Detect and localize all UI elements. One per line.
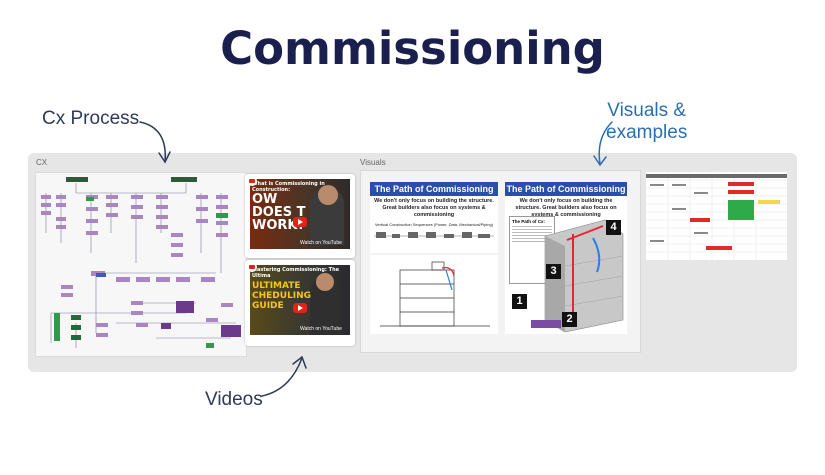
video-2-title: Mastering Commissioning: The Ultima	[252, 267, 340, 279]
youtube-play-icon[interactable]	[293, 303, 307, 313]
cx-process-flowchart[interactable]	[35, 172, 247, 357]
annotation-visuals-line1: Visuals &	[607, 100, 687, 121]
card-2-sidebar-title: The Path of Cx:	[512, 219, 546, 224]
path-of-commissioning-card-2[interactable]: The Path of Commissioning We don't only …	[505, 182, 627, 334]
step-badge-3: 3	[546, 264, 561, 279]
video-card-2[interactable]: Mastering Commissioning: The Ultima ULTI…	[245, 260, 355, 346]
annotation-videos: Videos	[205, 389, 263, 410]
spreadsheet-example[interactable]	[646, 172, 787, 260]
annotation-visuals-examples: Visuals & examples	[606, 100, 687, 144]
annotation-cx-process: Cx Process	[42, 108, 140, 129]
step-badge-4: 4	[606, 220, 621, 235]
arrow-cx-process	[139, 121, 167, 163]
step-badge-1: 1	[512, 294, 527, 309]
video-2-watch: Watch on YouTube	[300, 326, 342, 332]
arrow-videos	[261, 357, 303, 397]
card-1-subtitle: We don't only focus on building the stru…	[374, 198, 494, 218]
flowchart-diagram	[41, 177, 241, 348]
spreadsheet-grid	[646, 172, 787, 260]
annotation-visuals-line2: examples	[606, 122, 688, 143]
frame-label-cx: CX	[36, 158, 48, 167]
video-1-title: What is Commissioning in Construction:	[252, 181, 325, 193]
building-section-diagram	[370, 232, 498, 327]
youtube-play-icon[interactable]	[293, 217, 307, 227]
video-thumbnail-1[interactable]: What is Commissioning in Construction: O…	[250, 179, 350, 249]
card-1-heading: The Path of Commissioning	[370, 182, 498, 196]
card-2-heading: The Path of Commissioning	[505, 182, 627, 196]
page-title: Commissioning	[220, 22, 605, 75]
frame-label-visuals: Visuals	[360, 158, 386, 167]
youtube-logo-icon	[247, 262, 257, 272]
video-card-1[interactable]: What is Commissioning in Construction: O…	[245, 174, 355, 258]
video-1-overlay: OW DOES T WORK?	[252, 192, 306, 233]
building-3d-diagram	[531, 219, 624, 333]
video-thumbnail-2[interactable]: Mastering Commissioning: The Ultima ULTI…	[250, 265, 350, 335]
video-1-watch: Watch on YouTube	[300, 240, 342, 246]
youtube-logo-icon	[247, 176, 257, 186]
card-1-diagram-caption: Vertical Construction Sequences (Power, …	[374, 222, 494, 227]
path-of-commissioning-card-1[interactable]: The Path of Commissioning We don't only …	[370, 182, 498, 334]
arrow-visuals	[598, 121, 613, 165]
step-badge-2: 2	[562, 312, 577, 327]
video-2-overlay: ULTIMATE CHEDULING GUIDE	[252, 281, 312, 311]
card-2-subtitle: We don't only focus on building the stru…	[515, 198, 617, 218]
